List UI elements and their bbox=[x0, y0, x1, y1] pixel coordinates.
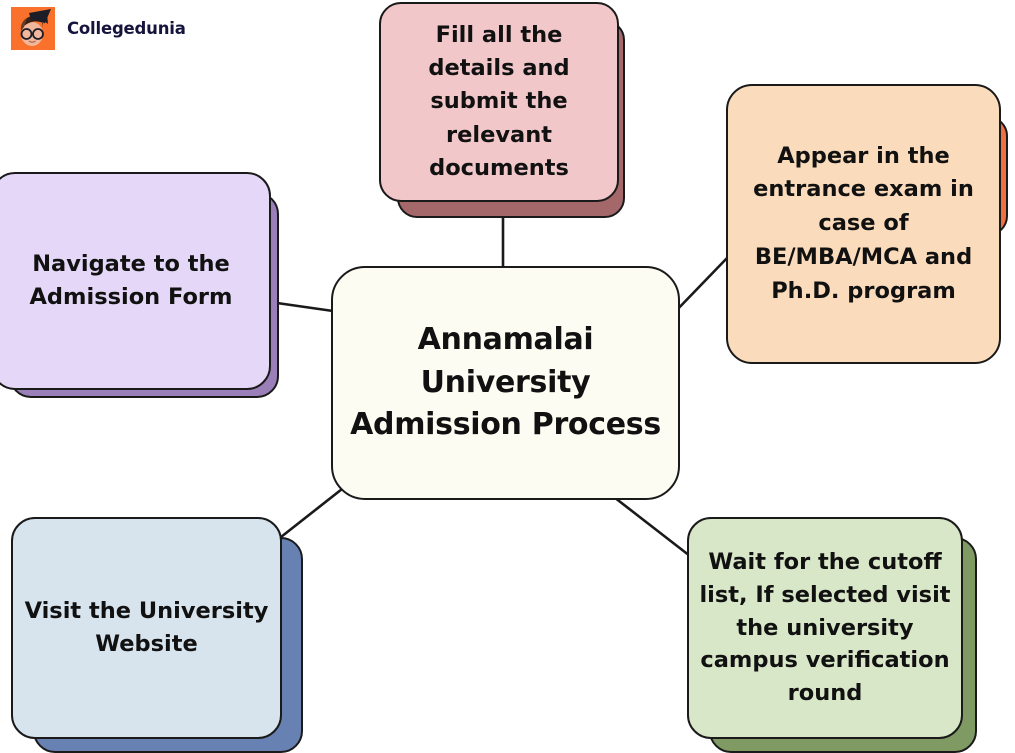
node-fill-details[interactable]: Fill all the details and submit the rele… bbox=[379, 2, 627, 218]
node-label: Fill all the details and submit the rele… bbox=[428, 22, 570, 181]
node-entrance-exam[interactable]: Appear in the entrance exam in case of B… bbox=[726, 84, 1015, 366]
node-label: Navigate to the Admission Form bbox=[29, 250, 233, 310]
node-face[interactable]: Appear in the entrance exam in case of B… bbox=[726, 84, 1001, 364]
node-visit-university-website[interactable]: Visit the University Website bbox=[11, 517, 306, 753]
node-face[interactable]: Visit the University Website bbox=[11, 517, 282, 739]
node-face[interactable]: Wait for the cutoff list, If selected vi… bbox=[687, 517, 963, 739]
node-label: Appear in the entrance exam in case of B… bbox=[753, 142, 974, 304]
node-face[interactable]: Annamalai University Admission Process bbox=[331, 266, 680, 500]
node-face[interactable]: Fill all the details and submit the rele… bbox=[379, 2, 619, 202]
brand-logo: Collegedunia bbox=[11, 7, 186, 50]
brand-name: Collegedunia bbox=[67, 19, 186, 38]
node-label: Annamalai University Admission Process bbox=[350, 322, 661, 443]
node-label: Visit the University Website bbox=[24, 597, 269, 657]
collegedunia-logo-icon bbox=[11, 7, 55, 50]
node-label: Wait for the cutoff list, If selected vi… bbox=[699, 548, 951, 707]
node-wait-cutoff-list[interactable]: Wait for the cutoff list, If selected vi… bbox=[687, 517, 979, 753]
edge-center-right bbox=[671, 255, 730, 316]
node-face[interactable]: Navigate to the Admission Form bbox=[0, 172, 271, 390]
node-navigate-admission-form[interactable]: Navigate to the Admission Form bbox=[0, 172, 287, 404]
node-center-admission-process[interactable]: Annamalai University Admission Process bbox=[331, 266, 680, 500]
